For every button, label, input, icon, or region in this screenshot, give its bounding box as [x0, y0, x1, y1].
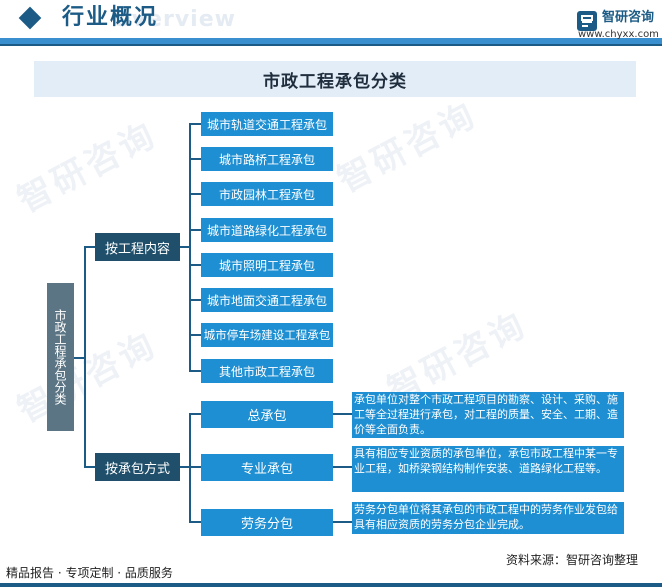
leaf-node: 城市照明工程承包: [201, 253, 333, 277]
watermark-text: 智研咨询: [11, 114, 165, 221]
connector-line: [189, 123, 201, 125]
connector-line: [333, 413, 352, 415]
leaf-node: 城市轨道交通工程承包: [201, 112, 333, 136]
connector-line: [333, 521, 352, 523]
connector-line: [189, 123, 191, 371]
connector-line: [189, 370, 201, 372]
description-specialty: 具有相应专业资质的承包单位，承包市政工程中某一专业工程，如桥梁钢结构制作安装、道…: [352, 446, 624, 492]
footer-slogan: 精品报告 · 专项定制 · 品质服务: [6, 566, 173, 580]
leaf-node: 城市地面交通工程承包: [201, 288, 333, 312]
connector-line: [189, 264, 201, 266]
connector-line: [84, 246, 95, 248]
connector-line: [84, 466, 95, 468]
header-ghost-text: Overview: [112, 7, 236, 32]
connector-line: [189, 521, 201, 523]
leaf-node: 其他市政工程承包: [201, 359, 333, 383]
connector-line: [333, 466, 352, 468]
connector-line: [189, 466, 201, 468]
chyxx-logo-icon: [577, 11, 597, 31]
leaf-node: 城市道路绿化工程承包: [201, 218, 333, 242]
mode-node-general: 总承包: [201, 401, 333, 428]
mode-node-labor: 劳务分包: [201, 509, 333, 536]
diagram-title-bar: 市政工程承包分类: [34, 61, 636, 97]
connector-line: [84, 246, 86, 467]
logo-name: 智研咨询: [602, 10, 655, 25]
leaf-node: 城市路桥工程承包: [201, 147, 333, 171]
diagram-title: 市政工程承包分类: [263, 71, 407, 92]
connector-line: [189, 229, 201, 231]
connector-line: [189, 193, 201, 195]
connector-line: [189, 413, 191, 523]
watermark-text: 智研咨询: [331, 94, 485, 201]
header-divider: [0, 38, 662, 44]
description-labor: 劳务分包单位将其承包的市政工程中的劳务作业发包给具有相应资质的劳务分包企业完成。: [352, 502, 624, 534]
root-node: 市政工程承包分类: [47, 283, 74, 431]
connector-line: [189, 299, 201, 301]
connector-line: [180, 466, 190, 468]
connector-line: [189, 334, 201, 336]
header-divider-dark: [0, 44, 662, 46]
leaf-node: 市政园林工程承包: [201, 182, 333, 206]
section-title: 行业概况: [62, 5, 159, 30]
connector-line: [189, 158, 201, 160]
header-diamond-icon: [18, 6, 42, 30]
description-general: 承包单位对整个市政工程项目的勘察、设计、采购、施工等全过程进行承包，对工程的质量…: [352, 392, 624, 438]
connector-line: [180, 246, 190, 248]
mode-node-specialty: 专业承包: [201, 454, 333, 481]
connector-line: [189, 413, 201, 415]
leaf-node: 城市停车场建设工程承包: [201, 323, 333, 347]
connector-line: [74, 357, 85, 359]
source-note: 资料来源：智研咨询整理: [506, 553, 639, 567]
branch-node-method: 按承包方式: [95, 453, 180, 481]
branch-node-content: 按工程内容: [95, 233, 180, 261]
footer-divider: [0, 583, 662, 587]
logo-url: www.chyxx.com: [578, 29, 659, 40]
